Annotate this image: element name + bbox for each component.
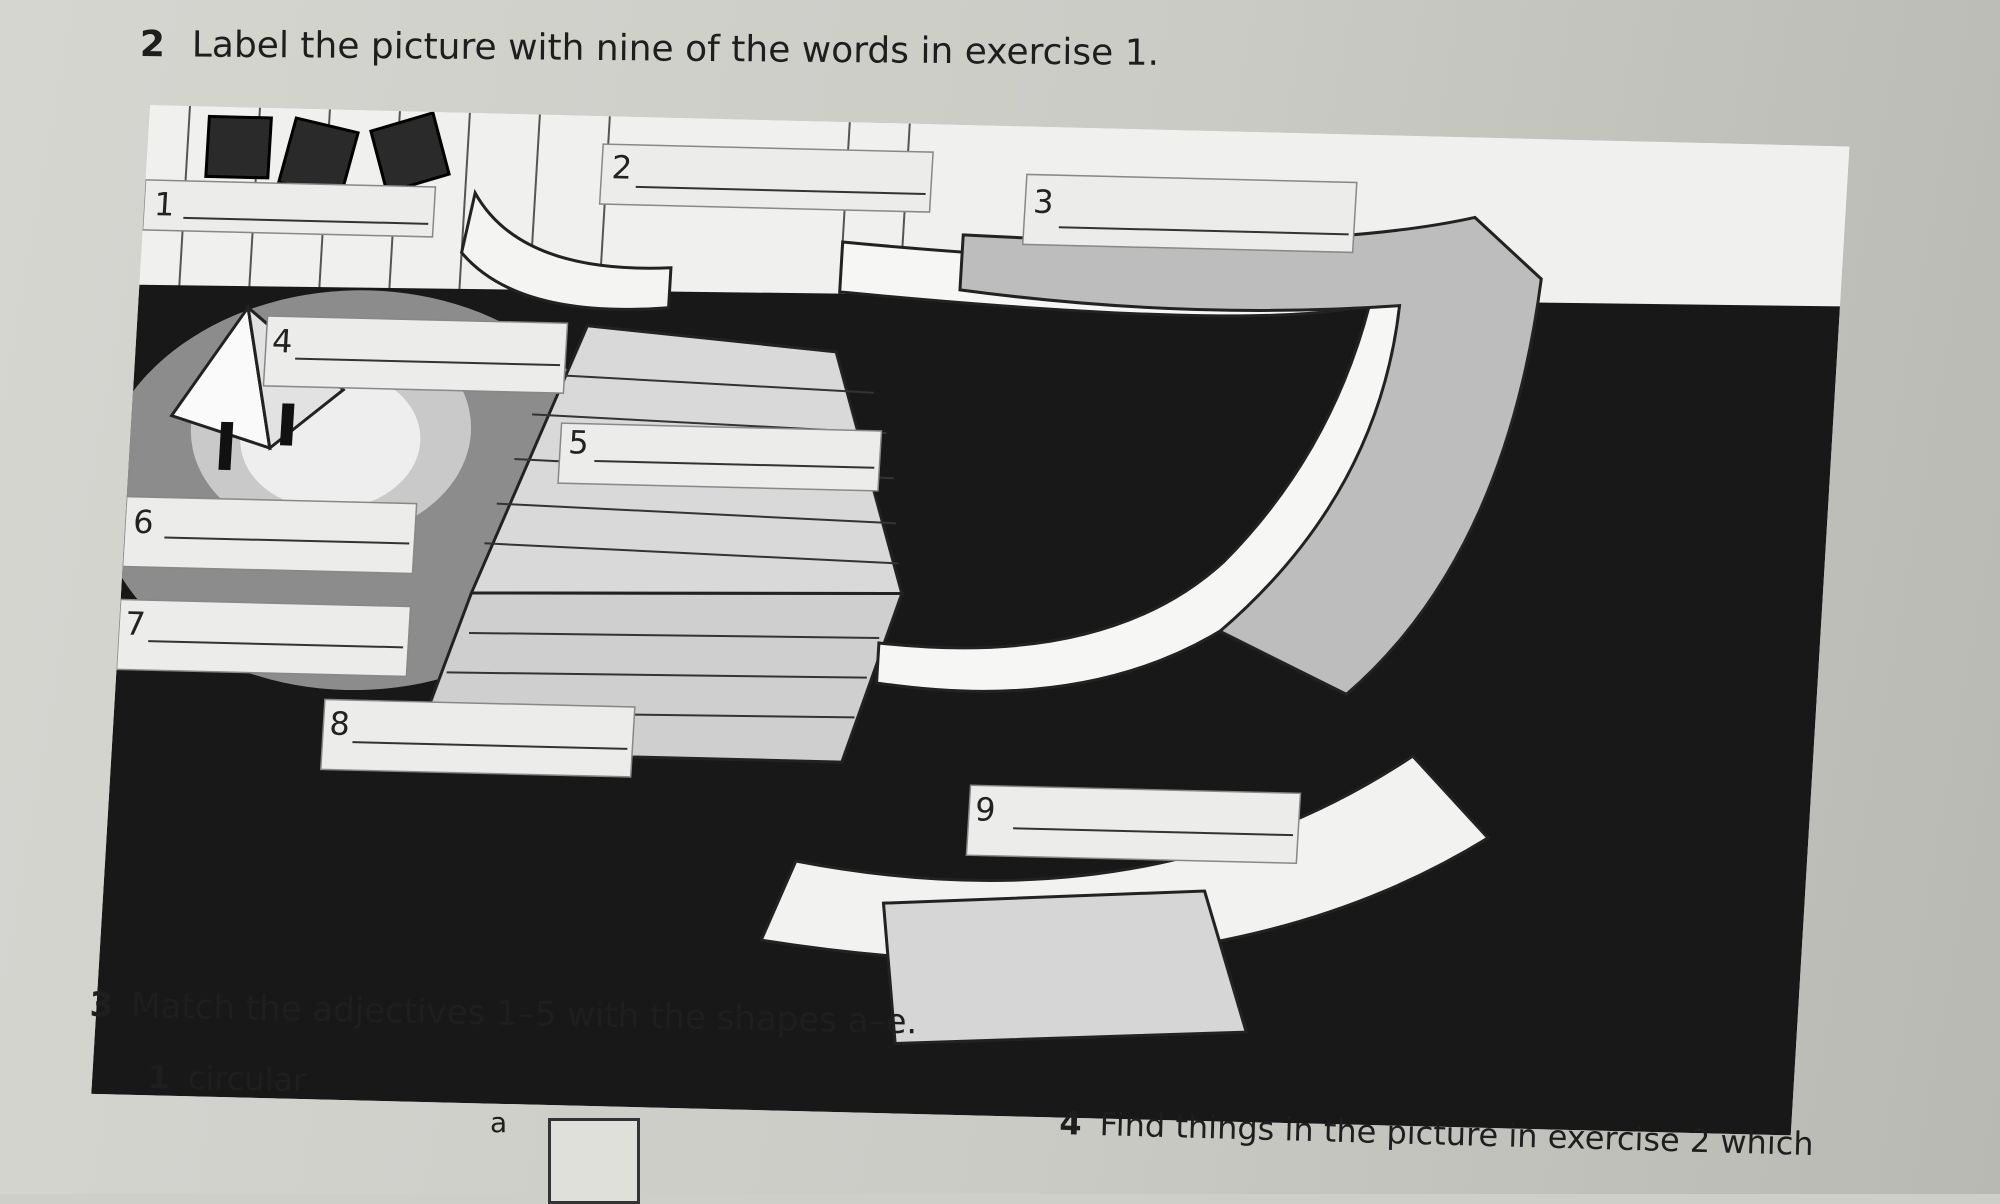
exercise-3-number: 3 bbox=[89, 985, 114, 1026]
exercise-2-instruction: Label the picture with nine of the words… bbox=[191, 24, 1160, 74]
actor-figure bbox=[279, 403, 295, 446]
label-number-5: 5 bbox=[567, 423, 590, 462]
rear-seats bbox=[881, 889, 1249, 1046]
label-number-2: 2 bbox=[610, 148, 634, 187]
actor-figure bbox=[218, 421, 234, 471]
stage-lights bbox=[204, 111, 451, 199]
label-answer-lines bbox=[148, 185, 1349, 837]
label-number-9: 9 bbox=[974, 790, 997, 829]
label-boxes bbox=[115, 143, 1358, 865]
label-number-6: 6 bbox=[132, 502, 155, 542]
label-number-7: 7 bbox=[124, 604, 147, 644]
adjective-item-word: circular bbox=[187, 1058, 307, 1100]
exercise-2-number: 2 bbox=[139, 24, 166, 66]
theatre-illustration: 1 2 3 4 5 6 7 8 9 bbox=[91, 105, 1850, 1136]
label-number-3: 3 bbox=[1032, 182, 1055, 222]
theatre-drawing bbox=[91, 105, 1850, 1136]
label-number-4: 4 bbox=[271, 322, 294, 361]
shape-a-square bbox=[548, 1118, 640, 1204]
exercise-4-number: 4 bbox=[1058, 1104, 1083, 1143]
label-number-8: 8 bbox=[328, 704, 351, 744]
adjective-item-number: 1 bbox=[147, 1058, 171, 1097]
adjective-item-1: 1 circular bbox=[147, 1058, 306, 1099]
label-number-1: 1 bbox=[152, 185, 176, 224]
box-balcony bbox=[459, 188, 673, 311]
shape-letter-a: a bbox=[490, 1106, 508, 1139]
